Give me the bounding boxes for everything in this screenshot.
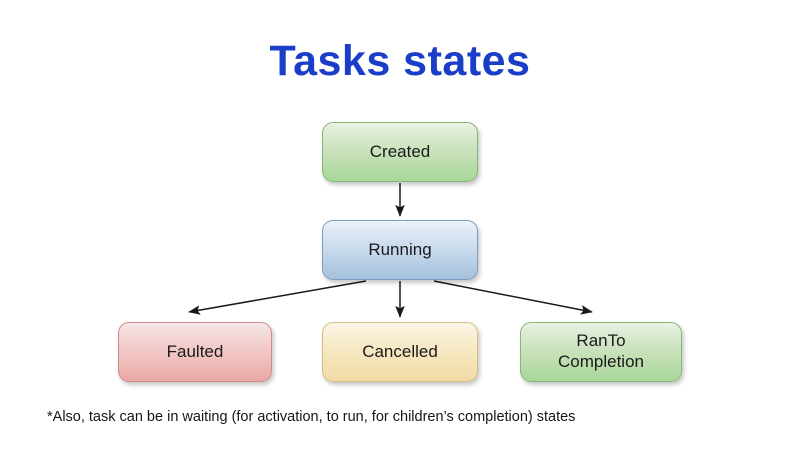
state-node-cancelled-label: Cancelled — [362, 341, 438, 361]
state-node-created-label: Created — [369, 141, 431, 161]
state-node-created[interactable]: Created — [322, 122, 478, 182]
state-node-rantocompletion-label-line2: Completion — [558, 352, 644, 371]
edge-running-to-rantocompletion — [433, 280, 593, 315]
state-node-faulted[interactable]: Faulted — [118, 322, 272, 382]
state-node-faulted-label: Faulted — [166, 341, 224, 361]
page-title: Tasks states — [269, 37, 531, 85]
state-node-running[interactable]: Running — [322, 220, 478, 280]
footnote-text: *Also, task can be in waiting (for activ… — [47, 409, 576, 425]
state-node-rantocompletion[interactable]: RanTo Completion — [520, 322, 682, 382]
state-node-rantocompletion-label-line1: RanTo — [576, 331, 626, 351]
state-node-cancelled[interactable]: Cancelled — [322, 322, 478, 382]
state-node-rantocompletion-label: RanTo Completion — [558, 331, 644, 372]
edge-running-to-faulted — [188, 280, 367, 315]
state-node-running-label: Running — [368, 239, 432, 259]
